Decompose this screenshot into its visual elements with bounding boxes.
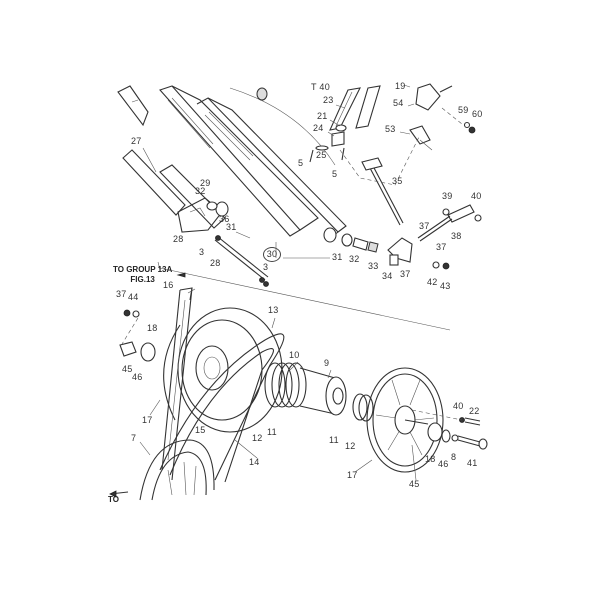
part-callout-5: 5: [332, 169, 338, 179]
part-callout-11: 11: [329, 435, 339, 445]
part-callout-15: 15: [195, 425, 206, 435]
leader-lines: [139, 84, 417, 481]
part-callout-28: 28: [173, 234, 184, 244]
part-callout-5: 5: [298, 158, 304, 168]
part-callout-32: 32: [349, 254, 360, 264]
to-group-label: TO GROUP 13A: [113, 265, 173, 274]
part-callout-59: 59: [458, 105, 469, 115]
part-callout-12: 12: [252, 433, 263, 443]
part-callout-44: 44: [128, 292, 139, 302]
part-callout-31: 31: [226, 222, 237, 232]
fig-label: FIG.13: [130, 274, 155, 284]
part-callout-24: 24: [313, 123, 324, 133]
part-callout-42: 42: [427, 277, 438, 287]
part-callout-46: 46: [132, 372, 143, 382]
part-callout-14: 14: [249, 457, 260, 467]
part-callout-25: 25: [316, 150, 327, 160]
part-callout-37: 37: [419, 221, 430, 231]
part-callout-17: 17: [142, 415, 153, 425]
part-callout-18: 18: [147, 323, 158, 333]
part-callout-11: 11: [267, 427, 277, 437]
to-group-note: TO GROUP 13A FIG.13: [113, 265, 172, 284]
part-callout-10: 10: [289, 350, 300, 360]
part-callout-32: 32: [195, 186, 206, 196]
part-callout-37: 37: [400, 269, 411, 279]
part-callout-12: 12: [345, 441, 356, 451]
part-callout-40: T 40: [311, 82, 331, 92]
part-callout-40: 40: [471, 191, 482, 201]
part-callout-60: 60: [472, 109, 483, 119]
part-callout-39: 39: [442, 191, 453, 201]
part-callout-18: 18: [425, 454, 436, 464]
group-divider-line: [159, 267, 451, 331]
part-callout-36: 36: [219, 214, 230, 224]
pulley-drive-assembly: [109, 272, 488, 501]
part-callout-9: 9: [324, 358, 330, 368]
part-callout-33: 33: [368, 261, 379, 271]
part-callout-37: 37: [436, 242, 447, 252]
part-callout-13: 13: [268, 305, 279, 315]
part-callout-28: 28: [210, 258, 221, 268]
part-callout-40: 40: [453, 401, 464, 411]
part-callout-8: 8: [451, 452, 457, 462]
part-callout-45: 45: [122, 364, 133, 374]
part-callout-30: 30: [263, 247, 281, 262]
part-callout-7: 7: [131, 433, 137, 443]
part-callout-43: 43: [440, 281, 451, 291]
part-callout-37: 37: [116, 289, 127, 299]
part-callout-53: 53: [385, 124, 396, 134]
part-callout-45: 45: [409, 479, 420, 489]
part-callout-29: 29: [200, 178, 211, 188]
part-callout-35: 35: [392, 176, 403, 186]
part-callout-3: 3: [263, 262, 269, 272]
part-callout-17: 17: [347, 470, 358, 480]
part-callout-22: 22: [469, 406, 480, 416]
part-callout-21: 21: [317, 111, 328, 121]
part-callout-19: 19: [395, 81, 406, 91]
part-callout-27: 27: [131, 136, 142, 146]
part-callout-16: 16: [163, 280, 174, 290]
part-callout-41: 41: [467, 458, 478, 468]
part-callout-3: 3: [199, 247, 205, 257]
to-bottom-note: TO: [108, 495, 119, 505]
part-callout-23: 23: [323, 95, 334, 105]
part-callout-38: 38: [451, 231, 462, 241]
to-bottom-label: TO: [108, 495, 119, 504]
part-callout-46: 46: [438, 459, 449, 469]
part-callout-31: 31: [332, 252, 343, 262]
upper-bracket-assembly: [117, 83, 482, 287]
part-callout-34: 34: [382, 271, 393, 281]
part-callout-54: 54: [393, 98, 404, 108]
